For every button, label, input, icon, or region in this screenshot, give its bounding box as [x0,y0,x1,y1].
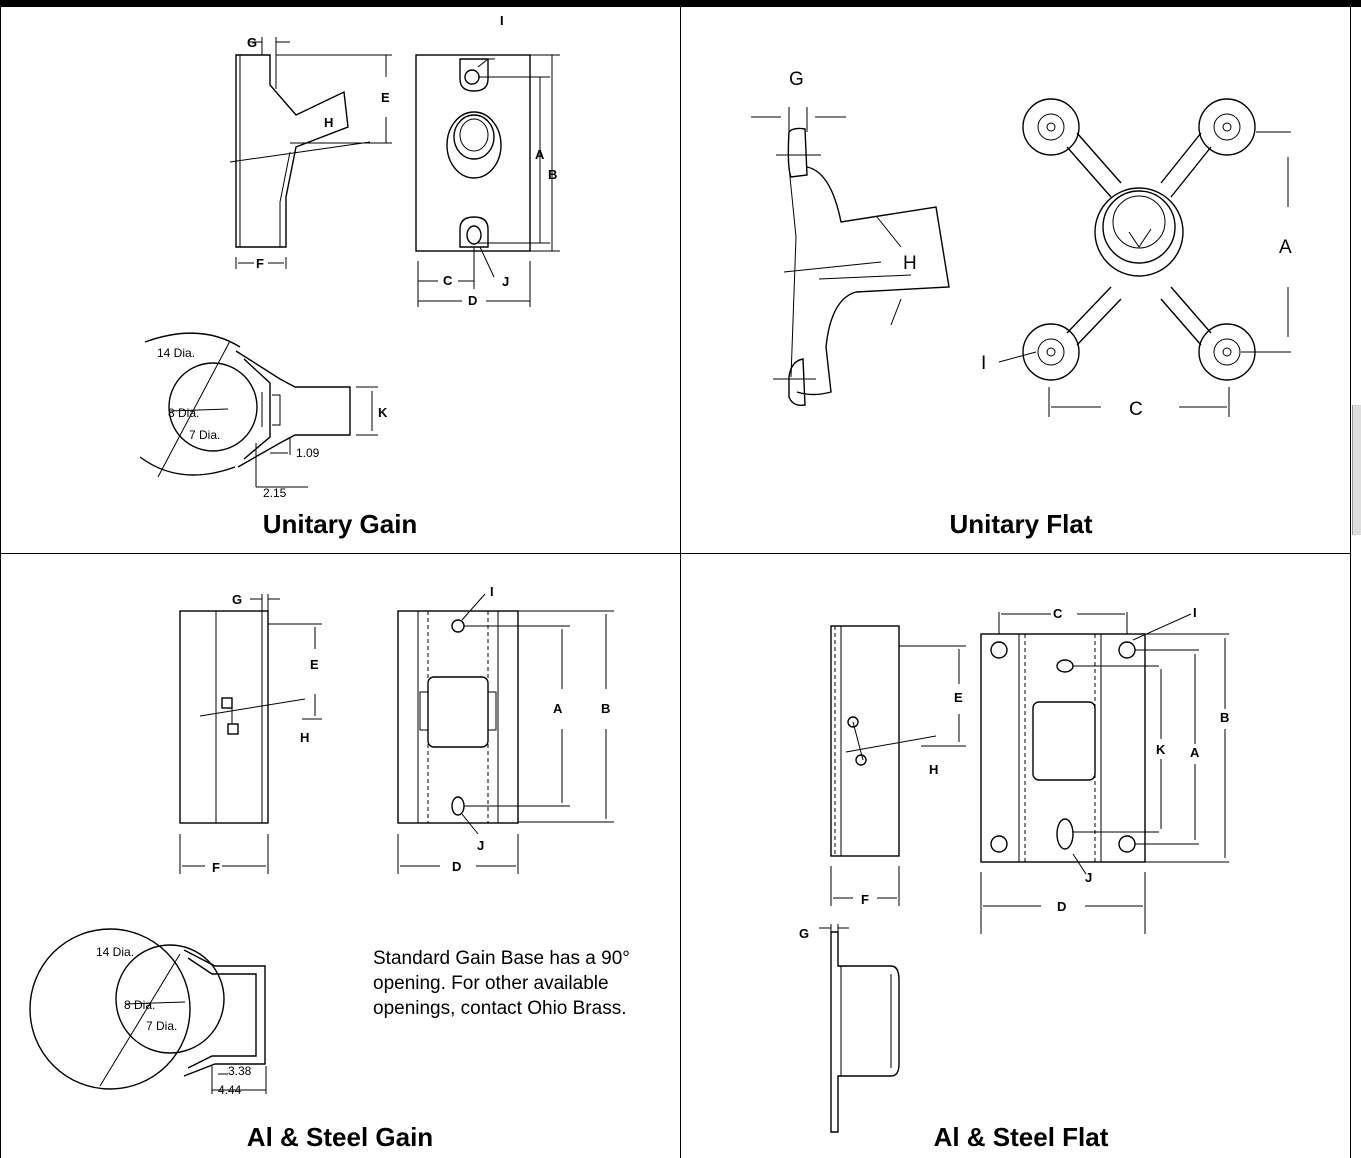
caption-al-steel-flat: Al & Steel Flat [933,1122,1109,1152]
uf-label-g: G [789,69,804,90]
asg-label-d: D [452,859,461,874]
ug-label-e: E [381,90,390,105]
grid-horizontal-divider [0,553,1350,554]
asf-label-d: D [1057,899,1066,914]
al-steel-gain-drawing: G E H F I A B J D [29,584,614,1097]
top-border [0,0,1361,7]
panel-unitary-gain: G E H F I A B C [0,7,680,553]
asg-dim-8dia: 8 Dia. [124,998,155,1012]
unitary-flat-top-view [998,98,1291,417]
asg-label-b: B [601,701,610,716]
asg-label-j: J [477,838,484,853]
unitary-gain-side-view [229,37,392,269]
ug-label-f: F [256,256,264,271]
asf-label-k: K [1156,742,1166,757]
asg-dim-4-44: 4.44 [218,1083,242,1097]
uf-label-c: C [1129,399,1143,420]
asg-dim-7dia: 7 Dia. [146,1019,177,1033]
asg-label-g: G [232,592,242,607]
unitary-gain-front-view [415,54,560,307]
asg-side-view [179,594,322,874]
grid-vertical-divider [680,7,681,1158]
asg-label-e: E [310,657,319,672]
ug-label-c: C [443,273,453,288]
panel-al-steel-gain: G E H F I A B J D [0,554,680,1158]
caption-unitary-gain: Unitary Gain [262,509,418,539]
asf-label-h: H [929,762,938,777]
al-steel-flat-drawing: E H F C I B K [799,605,1229,1133]
asf-label-f: F [861,892,869,907]
uf-label-i: I [981,353,986,374]
caption-al-steel-gain: Al & Steel Gain [246,1122,434,1152]
asf-label-c: C [1053,606,1063,621]
ug-label-h: H [324,115,333,130]
ug-label-g: G [247,35,257,50]
ug-dim-8dia: 8 Dia. [168,406,199,420]
ug-label-b: B [548,167,557,182]
unitary-gain-drawing: G E H F I A B C [139,13,560,500]
asf-bottom-profile [819,924,900,1133]
asf-label-e: E [954,690,963,705]
asf-side-view [830,625,966,906]
grid-right-border [1350,7,1351,1158]
ug-label-a: A [535,147,545,162]
ug-label-k: K [378,405,388,420]
al-steel-gain-note: Standard Gain Base has a 90° opening. Fo… [373,948,630,1019]
caption-unitary-flat: Unitary Flat [949,509,1093,539]
uf-label-a: A [1279,237,1292,258]
ug-dim-2-15: 2.15 [263,486,287,500]
panel-al-steel-flat: E H F C I B K [681,554,1350,1158]
uf-label-h: H [903,253,917,274]
asg-label-i: I [490,584,494,599]
asg-dim-3-38: 3.38 [228,1064,252,1078]
asf-label-b: B [1220,710,1229,725]
asg-dim-14dia: 14 Dia. [96,945,134,959]
asf-label-g: G [799,926,809,941]
asg-label-a: A [553,701,563,716]
ug-dim-7dia: 7 Dia. [189,428,220,442]
ug-label-i: I [500,13,504,28]
ug-dim-14dia: 14 Dia. [157,346,195,360]
asg-label-f: F [212,860,220,875]
asf-label-j: J [1085,870,1092,885]
ug-label-d: D [468,293,477,308]
ug-dim-1-09: 1.09 [296,446,320,460]
page-edge-tab [1352,405,1361,535]
grid-left-border [0,7,1,1158]
asg-front-view [397,593,614,874]
asf-label-i: I [1193,605,1197,620]
asf-front-view [980,612,1229,934]
ug-label-j: J [502,274,509,289]
asg-top-view [29,928,267,1094]
unitary-flat-drawing: G H A I C [751,69,1292,420]
asg-label-h: H [300,730,309,745]
drawing-grid: G E H F I A B C [0,7,1351,1158]
unitary-flat-side-view [751,107,950,407]
panel-unitary-flat: G H A I C Unitary [681,7,1350,553]
unitary-gain-top-view [139,332,378,488]
asf-label-a: A [1190,745,1200,760]
